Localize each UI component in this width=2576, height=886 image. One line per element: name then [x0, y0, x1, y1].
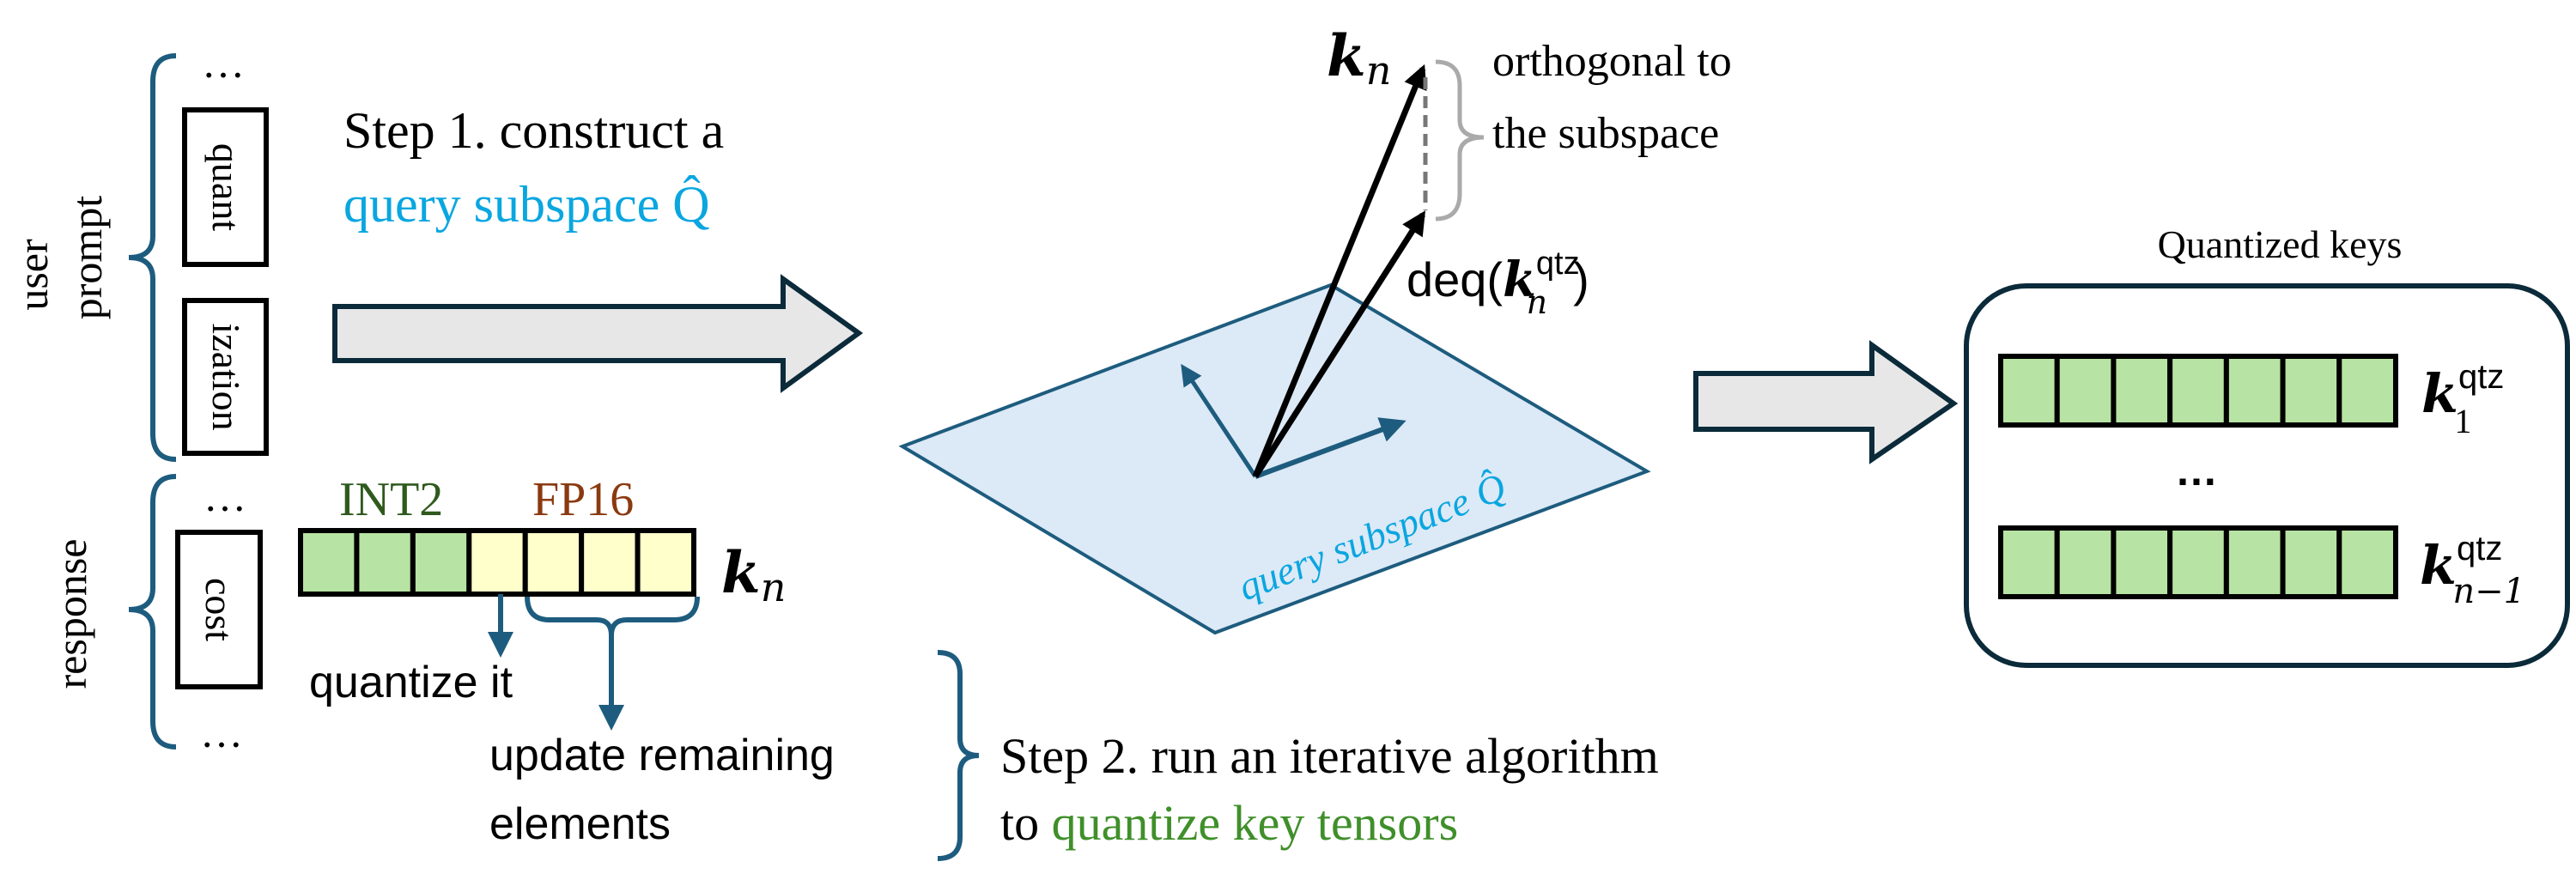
- update-remaining-line2: elements: [489, 799, 671, 849]
- quantized-key-n-1-cell-int2: [2336, 525, 2398, 599]
- user-label: user: [9, 239, 57, 311]
- key-cell-int2: [298, 528, 360, 597]
- step2-line2: to quantize key tensors: [1000, 795, 1458, 851]
- token-ization: ization: [204, 323, 248, 430]
- query-subspace-plane: [898, 282, 1651, 635]
- quantized-arrow: [1693, 340, 1959, 464]
- token-cost: cost: [197, 578, 241, 641]
- token-box-ization: [182, 298, 269, 456]
- step2-brace: [937, 650, 980, 861]
- kn-label: kn: [721, 539, 786, 610]
- quantized-key-n-1-cell-int2: [2223, 525, 2286, 599]
- key-cell-int2: [410, 528, 472, 597]
- token-box-cost: [175, 530, 263, 689]
- quantized-keys-ellipsis: …: [2175, 446, 2218, 495]
- orthogonal-brace: [1435, 59, 1485, 222]
- kn-top-label: kn: [1327, 22, 1391, 94]
- basis-vector-2: [1254, 417, 1406, 479]
- key-vector-cells: [298, 528, 696, 597]
- step1-line2: query subspace Q̂: [343, 176, 710, 233]
- quantize-it-label: quantize it: [309, 658, 513, 707]
- remaining-brace: [525, 596, 700, 636]
- quantized-key-n-1-cell-int2: [2167, 525, 2229, 599]
- ellipsis-bottom: …: [200, 708, 243, 756]
- deq-vector: [1253, 210, 1426, 478]
- response-brace: [128, 474, 177, 749]
- update-remaining-line1: update remaining: [489, 731, 835, 780]
- ellipsis-mid: …: [204, 472, 246, 520]
- orthogonal-line2: the subspace: [1492, 109, 1719, 158]
- key-cell-int2: [354, 528, 416, 597]
- fp16-label: FP16: [532, 473, 634, 526]
- quantized-keys-title: Quantized keys: [2158, 222, 2403, 266]
- key-cell-fp16: [466, 528, 528, 597]
- key-cell-fp16: [635, 528, 696, 597]
- quantized-key-n-1-cell-int2: [2280, 525, 2342, 599]
- step2-line1: Step 2. run an iterative algorithm: [1000, 728, 1659, 784]
- quantized-key-rows: [1998, 354, 2398, 599]
- response-label: response: [47, 539, 95, 689]
- token-quant: quant: [204, 143, 248, 231]
- quantized-key-1-cell-int2: [2167, 354, 2229, 428]
- quantized-key-1-cell-int2: [1998, 354, 2060, 428]
- ellipsis-top: …: [202, 39, 245, 87]
- quantized-key-n-1-cell-int2: [1998, 525, 2060, 599]
- step1-line1: Step 1. construct a: [343, 102, 724, 159]
- quantized-key-1-cell-int2: [2336, 354, 2398, 428]
- key-cell-fp16: [522, 528, 585, 597]
- quantized-key-1-cell-int2: [2280, 354, 2342, 428]
- quantized-key-1-cell-int2: [2054, 354, 2117, 428]
- quantized-key-1-cell-int2: [2111, 354, 2173, 428]
- token-box-quant: [182, 107, 269, 267]
- int2-label: INT2: [339, 473, 443, 526]
- kn-vector: [1252, 64, 1427, 478]
- orthogonal-line1: orthogonal to: [1492, 37, 1732, 86]
- prompt-brace: [128, 53, 177, 462]
- basis-vector-1: [1181, 363, 1258, 478]
- quantized-key-1-cell-int2: [2223, 354, 2286, 428]
- quantized-key-n-1-cell-int2: [2054, 525, 2117, 599]
- step1-arrow: [332, 274, 864, 393]
- key-cell-fp16: [579, 528, 641, 597]
- quantized-key-n-1-cell-int2: [2111, 525, 2173, 599]
- prompt-label: prompt: [63, 196, 111, 320]
